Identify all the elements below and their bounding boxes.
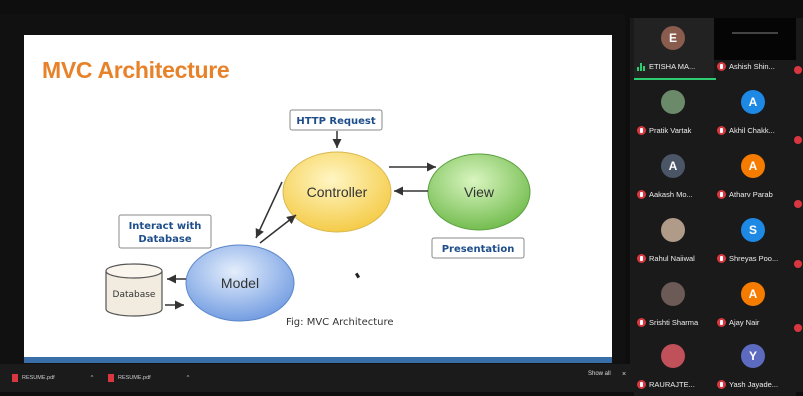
mic-muted-icon (637, 254, 646, 263)
chevron-up-icon[interactable]: ^ (90, 375, 94, 381)
participant-tile[interactable]: E ETISHA MA... (634, 18, 716, 80)
show-all-button[interactable]: Show all (588, 371, 611, 377)
mute-icon (794, 260, 802, 268)
participant-name: Atharv Parab (717, 190, 797, 199)
interact-label-line2: Database (138, 234, 191, 245)
mic-muted-icon (637, 190, 646, 199)
participant-name: Yash Jayade... (717, 380, 797, 389)
slide-title: MVC Architecture (42, 57, 230, 83)
mic-muted-icon (637, 126, 646, 135)
avatar: S (741, 218, 765, 242)
avatar: A (741, 154, 765, 178)
http-request-box (289, 109, 383, 131)
controller-to-model-arrow (255, 181, 283, 239)
mic-muted-icon (717, 126, 726, 135)
participant-name: Akhil Chakk... (717, 126, 797, 135)
audio-level-icon (637, 62, 646, 71)
participant-name-text: RAURAJTE... (649, 380, 695, 389)
view-label: View (464, 184, 495, 200)
participant-tile[interactable]: Ashish Shin... (714, 18, 796, 78)
mic-muted-icon (717, 62, 726, 71)
participant-name-text: Atharv Parab (729, 190, 773, 199)
participant-tile[interactable]: A Atharv Parab (714, 146, 796, 206)
participant-name-text: ETISHA MA... (649, 62, 696, 71)
participant-name-text: Pratik Vartak (649, 126, 692, 135)
participant-name-text: Aakash Mo... (649, 190, 693, 199)
download-filename: RESUME.pdf (118, 375, 151, 381)
mic-muted-icon (717, 318, 726, 327)
mute-icon (794, 324, 802, 332)
mic-muted-icon (637, 380, 646, 389)
avatar (661, 90, 685, 114)
participant-tile[interactable]: A Akhil Chakk... (714, 82, 796, 142)
participant-name-text: Rahul Naiiwal (649, 254, 695, 263)
close-icon[interactable]: × (622, 371, 627, 378)
avatar: A (661, 154, 685, 178)
presentation-label: Presentation (442, 244, 515, 255)
avatar (661, 282, 685, 306)
participant-tile[interactable]: Y Yash Jayade... (714, 336, 796, 396)
database-cylinder (105, 263, 163, 317)
model-to-controller-arrow (259, 214, 297, 244)
http-request-label: HTTP Request (296, 116, 376, 127)
participant-tile[interactable]: Srishti Sharma (634, 274, 716, 334)
mute-icon (794, 200, 802, 208)
chevron-up-icon[interactable]: ^ (186, 375, 190, 381)
pdf-file-icon (12, 374, 18, 382)
participant-name-text: Ashish Shin... (729, 62, 775, 71)
participant-name-text: Yash Jayade... (729, 380, 779, 389)
participant-tile[interactable]: A Ajay Nair (714, 274, 796, 334)
avatar (661, 344, 685, 368)
participant-name-text: Srishti Sharma (649, 318, 699, 327)
model-label: Model (221, 275, 259, 291)
avatar: A (741, 282, 765, 306)
mute-icon (794, 66, 802, 74)
participant-name: RAURAJTE... (637, 380, 717, 389)
mic-muted-icon (637, 318, 646, 327)
participant-name: Pratik Vartak (637, 126, 717, 135)
participant-tile[interactable]: Rahul Naiiwal (634, 210, 716, 270)
participant-name: Srishti Sharma (637, 318, 717, 327)
participant-tile[interactable]: A Aakash Mo... (634, 146, 716, 206)
download-bar: RESUME.pdf ^ RESUME.pdf ^ Show all × (0, 364, 630, 392)
participant-name-text: Ajay Nair (729, 318, 760, 327)
mic-muted-icon (717, 190, 726, 199)
avatar: Y (741, 344, 765, 368)
pdf-file-icon (108, 374, 114, 382)
download-filename: RESUME.pdf (22, 375, 55, 381)
controller-label: Controller (307, 184, 368, 200)
participant-tile[interactable]: S Shreyas Poo... (714, 210, 796, 270)
slide-caption: Fig: MVC Architecture (286, 317, 394, 328)
view-node (427, 153, 531, 231)
mute-icon (794, 136, 802, 144)
download-item[interactable]: RESUME.pdf ^ (12, 372, 93, 384)
participant-name: Ajay Nair (717, 318, 797, 327)
avatar: E (661, 26, 685, 50)
participant-name: ETISHA MA... (637, 62, 717, 71)
participant-name: Shreyas Poo... (717, 254, 797, 263)
mvc-diagram: HTTP Request Controller View Presentatio… (105, 109, 531, 322)
participant-name: Aakash Mo... (637, 190, 717, 199)
controller-node (282, 151, 392, 233)
participant-name: Ashish Shin... (717, 62, 797, 71)
participant-tile[interactable]: Pratik Vartak (634, 82, 716, 142)
interact-database-box (118, 214, 212, 249)
database-label: Database (113, 290, 156, 300)
participant-name: Rahul Naiiwal (637, 254, 717, 263)
download-item[interactable]: RESUME.pdf ^ (108, 372, 189, 384)
model-node (185, 244, 295, 322)
participant-name-text: Shreyas Poo... (729, 254, 779, 263)
avatar (661, 218, 685, 242)
participant-tile[interactable]: RAURAJTE... (634, 336, 716, 396)
mic-muted-icon (717, 380, 726, 389)
presentation-slide: MVC Architecture HTTP Request (24, 35, 612, 363)
mic-muted-icon (717, 254, 726, 263)
presentation-box (431, 237, 525, 259)
participant-name-text: Akhil Chakk... (729, 126, 775, 135)
shared-screen: MVC Architecture HTTP Request (0, 14, 625, 364)
interact-label-line1: Interact with (129, 221, 202, 232)
participants-gallery: E ETISHA MA... Ashish Shin... Pratik Vartak… (630, 18, 803, 396)
avatar: A (741, 90, 765, 114)
video-thumbnail (714, 18, 796, 60)
